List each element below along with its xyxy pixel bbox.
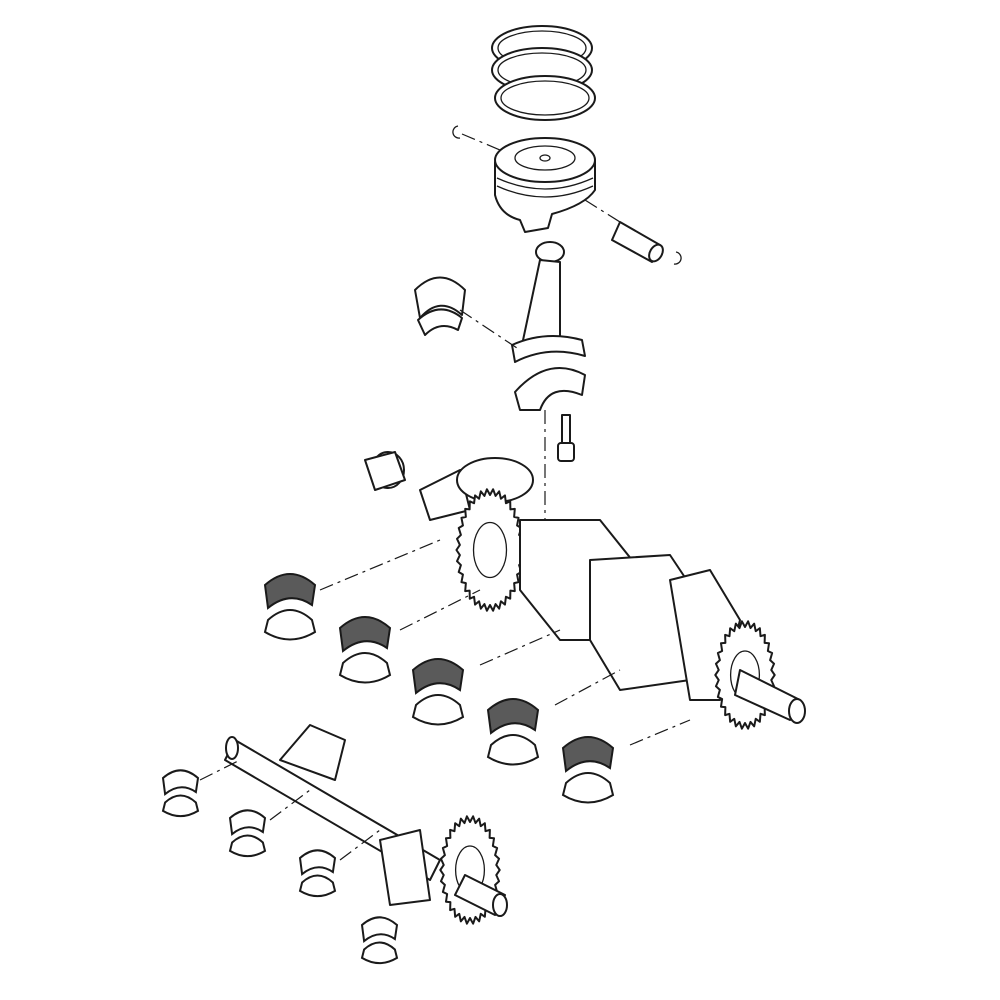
piston	[494, 137, 596, 233]
main-bearing-shell-pair	[486, 698, 540, 766]
main-bearing-shell-pair	[561, 736, 615, 804]
circlip-right	[673, 251, 682, 265]
main-bearing-shell-pair	[263, 573, 317, 641]
conrod-bolt	[557, 414, 575, 462]
connecting-rod	[511, 241, 586, 363]
gear	[455, 488, 525, 612]
circlip-left	[452, 125, 461, 139]
balancer-bearing-shell-pair	[298, 849, 337, 898]
connecting-rod-cap	[514, 367, 586, 411]
piston-pin	[611, 221, 664, 263]
balancer-bearing-shell-pair	[161, 769, 200, 818]
main-bearing-shell-pair	[338, 616, 392, 684]
conrod-bearing	[414, 276, 466, 336]
crankshaft	[364, 451, 806, 730]
main-bearing-shell-pair	[411, 658, 465, 726]
balancer-shaft	[224, 724, 508, 925]
balancer-bearing-shell-pair	[228, 809, 267, 858]
piston-rings	[491, 25, 596, 121]
balancer-bearing-shell-pair	[360, 916, 399, 965]
